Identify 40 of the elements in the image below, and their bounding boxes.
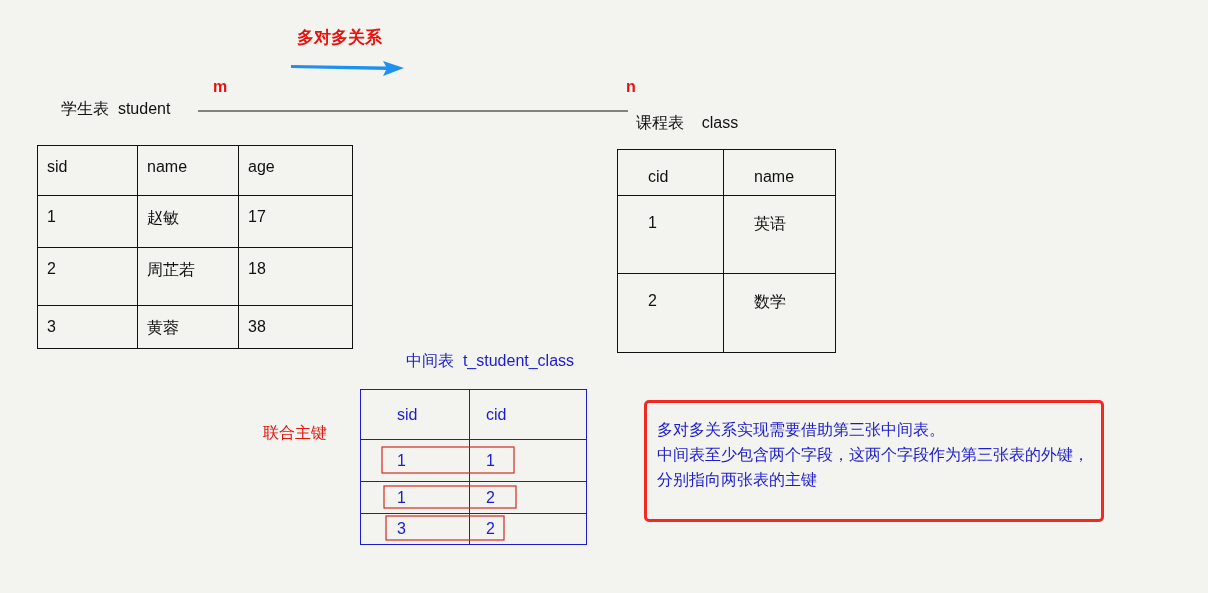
- table: [37, 145, 353, 349]
- table-cell: 1: [618, 196, 724, 274]
- relationship-line: [197, 110, 629, 112]
- table-name: 课程表 class: [636, 113, 739, 133]
- cardinality-label: n: [626, 78, 636, 96]
- table-cell: 1: [361, 440, 470, 482]
- table-cell: 1: [361, 482, 470, 514]
- table-cell: 3: [38, 306, 138, 348]
- note-text: 中间表至少包含两个字段，这两个字段作为第三张表的外键，分别指向两张表的主键: [657, 445, 1090, 490]
- table-cell: 英语: [724, 196, 835, 274]
- table-cell: 2: [470, 482, 586, 514]
- table-name: 学生表 student: [61, 99, 171, 119]
- table-cell: name: [724, 150, 835, 196]
- table: [617, 149, 836, 353]
- table-cell-text: 数学: [753, 292, 787, 312]
- annotation-label: 联合主键: [263, 423, 327, 443]
- table-cell: name: [138, 146, 239, 196]
- table-cell: 1: [38, 196, 138, 248]
- table-cell: age: [239, 146, 352, 196]
- diagram-title: 多对多关系: [297, 27, 382, 49]
- table-cell: sid: [361, 390, 470, 440]
- table-cell: cid: [470, 390, 586, 440]
- table-cell: 3: [361, 514, 470, 544]
- table-cell-text: 2: [485, 519, 496, 539]
- table-cell: 黄蓉: [138, 306, 239, 348]
- table-cell: 18: [239, 248, 352, 306]
- table-cell: cid: [618, 150, 724, 196]
- table-cell: 2: [618, 274, 724, 352]
- table-cell-text: 38: [247, 317, 267, 337]
- note-text: 多对多关系实现需要借助第三张中间表。: [657, 420, 946, 440]
- table-cell: 赵敏: [138, 196, 239, 248]
- table: [360, 389, 587, 545]
- table-cell: 2: [38, 248, 138, 306]
- table-cell: 17: [239, 196, 352, 248]
- table-cell: sid: [38, 146, 138, 196]
- table-heading: 中间表 t_student_class: [406, 351, 575, 371]
- table-cell: 1: [470, 440, 586, 482]
- table-cell: 周芷若: [138, 248, 239, 306]
- cardinality-label: m: [213, 78, 228, 96]
- note-box: [644, 400, 1104, 522]
